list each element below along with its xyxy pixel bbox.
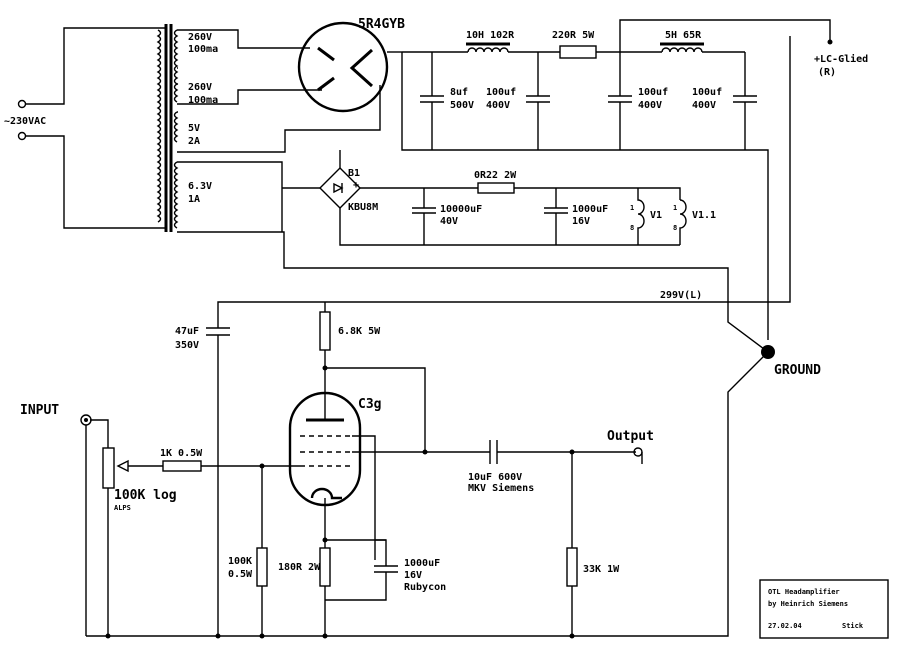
- v1-label: V1: [650, 210, 662, 221]
- transformer: 260V 100ma 260V 100ma 5V 2A 6.3V 1A: [156, 24, 381, 233]
- title-block: OTL Headamplifier by Heinrich Siemens 27…: [759, 579, 889, 639]
- b-plus-rail: 299V(L): [217, 36, 791, 328]
- sec4-current: 1A: [188, 194, 200, 205]
- c3g-tube[interactable]: [288, 391, 362, 507]
- pot-label: 100K log: [114, 488, 177, 503]
- mains-input: ~230VAC: [4, 27, 165, 229]
- hv-resistor[interactable]: [559, 45, 597, 59]
- amplifier-stage: INPUT 100K log ALPS 1K 0.5W 47uF 350V 6.…: [20, 311, 654, 639]
- plate-resistor[interactable]: [319, 311, 331, 351]
- b-plus-label: 299V(L): [660, 290, 702, 301]
- hv-filter: 10H 102R 220R 5W +LC-Glied (R) 5H 65R 8u…: [401, 19, 868, 340]
- heater-supply: B1 + KBU8M 10000uF 40V 0R22 2W 1000uF 16…: [282, 150, 769, 353]
- sec2-current: 100ma: [188, 95, 218, 106]
- hv-resistor-label: 220R 5W: [552, 30, 595, 41]
- cap2-value: 100uf: [486, 87, 516, 98]
- cap2-voltage: 400V: [486, 100, 510, 111]
- volume-pot[interactable]: [102, 447, 115, 489]
- grid-stopper-resistor[interactable]: [162, 460, 202, 472]
- cap3-value: 100uf: [638, 87, 668, 98]
- author-text: by Heinrich Siemens: [768, 600, 848, 608]
- load-resistor-label: 33K 1W: [583, 564, 620, 575]
- load-resistor[interactable]: [566, 547, 578, 587]
- title-text: OTL Headamplifier: [768, 588, 840, 596]
- sec4-voltage: 6.3V: [188, 181, 212, 192]
- cathode-resistor-label: 180R 2W: [278, 562, 321, 573]
- bridge-ref: B1: [348, 168, 360, 179]
- bridge-part: KBU8M: [348, 202, 378, 213]
- heater-resistor-label: 0R22 2W: [474, 170, 517, 181]
- output-label: Output: [607, 429, 654, 444]
- cap1-value: 8uf: [450, 87, 468, 98]
- ground-node: GROUND: [86, 345, 821, 637]
- input-label: INPUT: [20, 403, 59, 418]
- output-cap-value: 10uF 600V: [468, 472, 522, 483]
- tube-label: C3g: [358, 397, 381, 412]
- grid-leak-power: 0.5W: [228, 569, 253, 580]
- mains-terminal-bottom[interactable]: [17, 131, 27, 141]
- lc-output-label: +LC-Glied: [814, 53, 868, 65]
- tag-text: Stick: [842, 622, 864, 630]
- cathode-cap-voltage: 16V: [404, 570, 422, 581]
- choke2-label: 5H 65R: [665, 30, 702, 41]
- v11-pin-top: 1: [673, 204, 677, 212]
- cap4-voltage: 400V: [692, 100, 716, 111]
- cathode-cap-value: 1000uF: [404, 558, 440, 569]
- sec3-current: 2A: [188, 136, 200, 147]
- heater-cap2-value: 1000uF: [572, 204, 608, 215]
- bypass-cap-value: 47uF: [175, 326, 199, 337]
- ground-label: GROUND: [774, 363, 821, 378]
- v11-pin-bottom: 8: [673, 224, 677, 232]
- lc-output-node[interactable]: [827, 39, 833, 45]
- cap4-value: 100uf: [692, 87, 722, 98]
- cathode-cap-brand: Rubycon: [404, 582, 446, 593]
- pot-brand: ALPS: [114, 504, 131, 512]
- bridge-plus: +: [353, 180, 359, 191]
- sec2-voltage: 260V: [188, 82, 212, 93]
- rectifier-label: 5R4GYB: [358, 17, 405, 32]
- v11-label: V1.1: [692, 210, 716, 221]
- lc-output-channel: (R): [818, 67, 836, 78]
- v1-pin-bottom: 8: [630, 224, 634, 232]
- heater-cap1-voltage: 40V: [440, 216, 458, 227]
- cap1-voltage: 500V: [450, 100, 474, 111]
- heater-resistor[interactable]: [477, 182, 515, 194]
- sec1-voltage: 260V: [188, 32, 212, 43]
- v1-pin-top: 1: [630, 204, 634, 212]
- choke1-label: 10H 102R: [466, 30, 515, 41]
- bypass-cap-voltage: 350V: [175, 340, 199, 351]
- plate-resistor-label: 6.8K 5W: [338, 326, 381, 337]
- date-text: 27.02.04: [768, 622, 802, 630]
- grid-leak-value: 100K: [228, 556, 252, 567]
- sec3-voltage: 5V: [188, 123, 200, 134]
- sec1-current: 100ma: [188, 44, 218, 55]
- output-cap-type: MKV Siemens: [468, 482, 534, 494]
- grid-leak-resistor[interactable]: [256, 547, 268, 587]
- grid-stopper-label: 1K 0.5W: [160, 448, 203, 459]
- heater-cap2-voltage: 16V: [572, 216, 590, 227]
- mains-terminal-top[interactable]: [17, 99, 27, 109]
- mains-label: ~230VAC: [4, 116, 46, 127]
- cathode-resistor[interactable]: [319, 547, 331, 587]
- rectifier-tube: 5R4GYB: [297, 17, 405, 113]
- cap3-voltage: 400V: [638, 100, 662, 111]
- heater-cap1-value: 10000uF: [440, 204, 482, 215]
